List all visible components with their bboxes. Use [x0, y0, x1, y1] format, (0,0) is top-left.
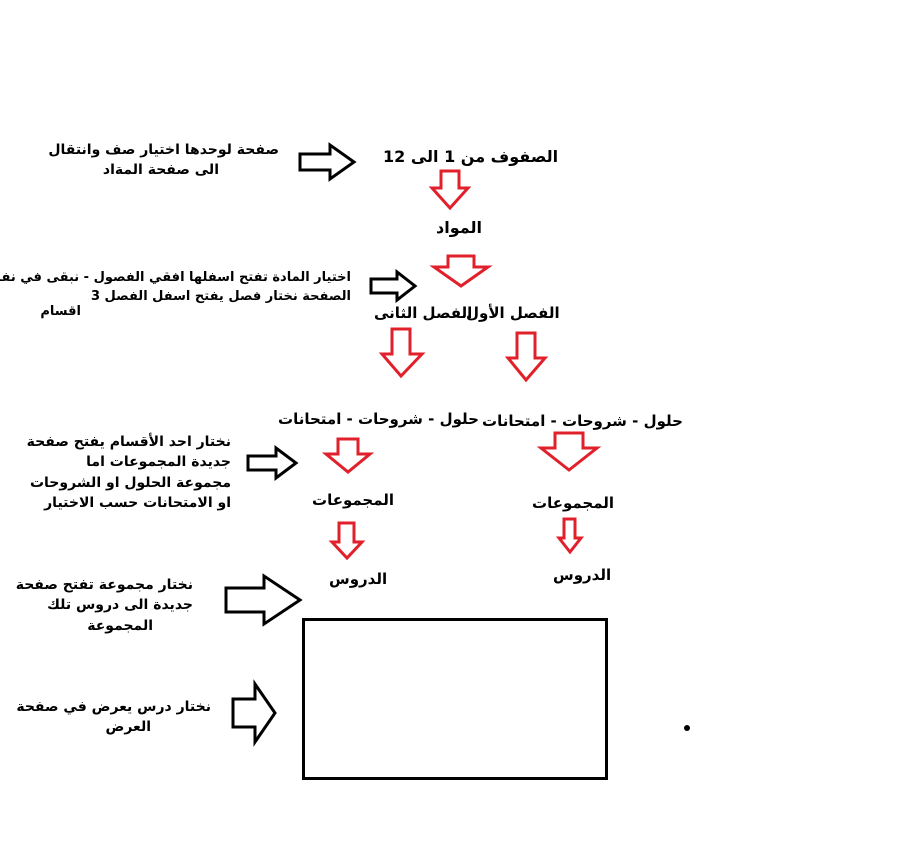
term1-label: الفصل الأول: [466, 304, 560, 322]
note-line: العرض: [105, 719, 152, 736]
groups-right-label: المجموعات: [532, 494, 615, 512]
down-arrow-icon: [555, 517, 585, 555]
down-arrow-icon: [504, 331, 549, 383]
sections-right-label: حلول - شروحات - امتحانات: [482, 412, 683, 430]
dot-marker: [684, 725, 690, 731]
note-lessons: نختار درس يعرض في صفحة العرض: [16, 697, 211, 738]
display-page-box: [302, 618, 608, 780]
note-line: المجموعة: [87, 617, 153, 634]
note-line: نختار احد الأقسام يفتح صفحة: [26, 434, 231, 450]
subjects-label: المواد: [436, 218, 482, 237]
sections-left-label: حلول - شروحات - امتحانات: [278, 410, 479, 428]
right-arrow-icon: [231, 679, 277, 747]
note-line: نختار درس يعرض في صفحة: [16, 699, 211, 715]
down-arrow-icon: [536, 431, 602, 472]
note-grades: صفحة لوحدها اختيار صف وانتقال الى صفحة ا…: [48, 140, 279, 181]
note-line: الصفحة نختار فصل يفتح اسفل الفصل 3: [90, 288, 351, 304]
note-line: مجموعة الحلول او الشروحات: [29, 474, 231, 491]
down-arrow-icon: [321, 437, 375, 474]
note-line: اقسام: [40, 303, 81, 319]
note-line: نختار مجموعة تفتح صفحة: [15, 577, 193, 593]
lessons-left-label: الدروس: [329, 570, 388, 588]
note-sections: نختار احد الأقسام يفتح صفحة جديدة المجمو…: [27, 432, 231, 513]
down-arrow-icon: [378, 327, 426, 379]
right-arrow-icon: [369, 268, 418, 304]
right-arrow-icon: [298, 142, 357, 182]
note-line: جديدة المجموعات اما: [86, 454, 231, 471]
groups-left-label: المجموعات: [312, 491, 395, 509]
note-line: او الامتحانات حسب الاختيار: [44, 494, 231, 511]
note-line: جديدة الى دروس تلك: [47, 597, 193, 614]
right-arrow-icon: [224, 573, 303, 627]
note-line: اختيار المادة تفتح اسفلها افقي الفصول - …: [0, 270, 351, 285]
term2-label: الفصل الثانى: [374, 304, 473, 322]
down-arrow-icon: [328, 521, 366, 561]
note-line: الى صفحة المةاد: [102, 162, 219, 179]
note-subjects: اختيار المادة تفتح اسفلها افقي الفصول - …: [0, 269, 351, 322]
right-arrow-icon: [246, 445, 299, 481]
down-arrow-icon: [428, 169, 472, 211]
lessons-right-label: الدروس: [553, 566, 612, 584]
grades-label: الصفوف من 1 الى 12: [383, 147, 559, 166]
note-line: صفحة لوحدها اختيار صف وانتقال: [48, 142, 279, 158]
down-arrow-icon: [429, 254, 493, 288]
note-groups: نختار مجموعة تفتح صفحة جديدة الى دروس تل…: [16, 575, 193, 636]
